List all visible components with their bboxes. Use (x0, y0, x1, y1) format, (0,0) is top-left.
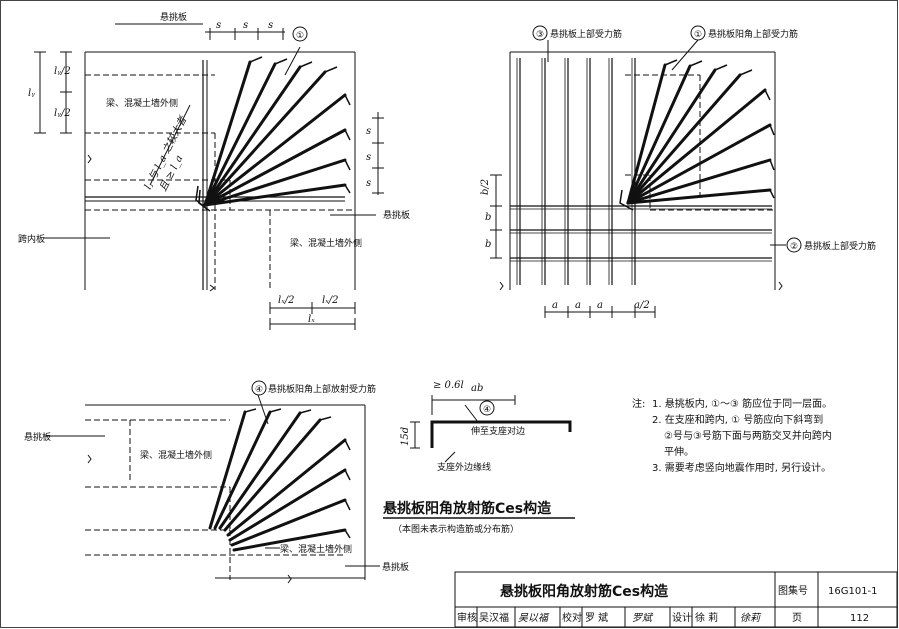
title-block-check-sign: 罗斌 (632, 612, 654, 624)
dim-s2: s (243, 20, 248, 31)
title-block-atlas-no: 16G101-1 (828, 586, 878, 597)
title-block-page-label: 页 (792, 612, 802, 624)
dim-15d: 15d (400, 427, 411, 446)
title-block-reviewer: 吴汉福 (479, 611, 509, 624)
dim-a3: a (597, 300, 603, 311)
dim-b-half: b/2 (480, 179, 491, 195)
circle-four-bottom: ④ (255, 385, 263, 395)
detail-rebar-four (410, 395, 572, 463)
note-3: 3. 需要考虑竖向地震作用时, 另行设计。 (652, 461, 831, 474)
label-rebar-three: 悬挑板上部受力筋 (550, 28, 622, 40)
detail-top-right (490, 39, 786, 318)
title-block-designer: 徐 莉 (695, 611, 718, 624)
dim-lab: ≥ 0.6l (433, 380, 464, 391)
label-rebar-two: 悬挑板上部受力筋 (804, 240, 876, 252)
caption-title: 悬挑板阳角放射筋Ces构造 (382, 500, 551, 517)
dim-a2: a (575, 300, 581, 311)
title-block-check-label: 校对 (562, 611, 582, 624)
dim-b1: b (485, 212, 491, 223)
label-beam-wall-tl-2: 梁、混凝土墙外侧 (290, 237, 362, 249)
title-block (454, 571, 898, 628)
dim-s3: s (268, 20, 273, 31)
title-block-checker: 罗 斌 (585, 612, 608, 624)
dim-ly-half-2: lᵧ/2 (54, 108, 71, 119)
dim-s1: s (216, 20, 221, 31)
title-block-title: 悬挑板阳角放射筋Ces构造 (499, 583, 668, 600)
label-cantilever-bottom: 悬挑板 (24, 431, 51, 443)
title-block-page-no: 112 (850, 613, 869, 624)
label-rebar-four: 悬挑板阳角上部放射受力筋 (268, 383, 376, 395)
dim-a-half: a/2 (634, 300, 650, 311)
title-block-design-label: 设计 (672, 611, 692, 624)
dim-lab-sub: ab (471, 383, 483, 394)
label-beam-wall-bottom-2: 梁、混凝土墙外侧 (280, 543, 352, 555)
circle-one-top-right: ① (694, 30, 702, 40)
label-beam-wall-tl: 梁、混凝土墙外侧 (106, 97, 178, 109)
detail-bottom (45, 394, 380, 584)
title-block-atlas-label: 图集号 (778, 584, 808, 597)
label-to-support-edge: 伸至支座对边 (471, 425, 525, 437)
note-2b: ②号与③号筋下面与两筋交叉并向跨内 (664, 429, 832, 442)
title-block-review-label: 审核 (457, 611, 477, 624)
dim-s4: s (366, 126, 371, 137)
note-1: 1. 悬挑板内, ①～③ 筋应位于同一层面。 (652, 397, 832, 410)
label-support-outer-edge: 支座外边缘线 (437, 461, 491, 473)
label-beam-wall-bottom: 梁、混凝土墙外侧 (140, 449, 212, 461)
label-cantilever-tl-2: 悬挑板 (383, 209, 410, 221)
note-2a: 2. 在支座和跨内, ① 号筋应向下斜弯到 (652, 413, 823, 426)
dim-ly-half-1: lᵧ/2 (54, 66, 71, 77)
note-2c: 平伸。 (664, 446, 694, 458)
dim-a1: a (552, 300, 558, 311)
title-block-review-sign: 吴以福 (518, 612, 550, 624)
circle-four-detail: ④ (483, 405, 491, 415)
label-cantilever-bottom-2: 悬挑板 (382, 561, 409, 573)
circle-three-top-right: ③ (536, 30, 544, 40)
label-span-inner: 跨内板 (18, 233, 45, 245)
dim-s5: s (366, 152, 371, 163)
title-block-design-sign: 徐莉 (740, 612, 762, 624)
dim-lx-half-1: lₓ/2 (278, 295, 294, 306)
dim-s6: s (366, 178, 371, 189)
caption-subtitle: （本图未表示构造筋或分布筋） (393, 523, 519, 535)
dim-lx-half-2: lₓ/2 (322, 295, 338, 306)
dim-ly: lᵧ (28, 88, 35, 99)
notes-prefix: 注: (632, 397, 645, 410)
notes: 注: 1. 悬挑板内, ①～③ 筋应位于同一层面。 2. 在支座和跨内, ① 号… (632, 397, 832, 474)
dim-lx: lₓ (308, 314, 315, 325)
circle-two-top-right: ② (790, 242, 798, 252)
dim-b2: b (485, 239, 491, 250)
detail-top-left (34, 23, 384, 330)
label-cantilever-tl: 悬挑板 (160, 11, 187, 23)
label-rebar-one: 悬挑板阳角上部受力筋 (708, 28, 798, 40)
circle-one-top-left: ① (296, 31, 304, 41)
